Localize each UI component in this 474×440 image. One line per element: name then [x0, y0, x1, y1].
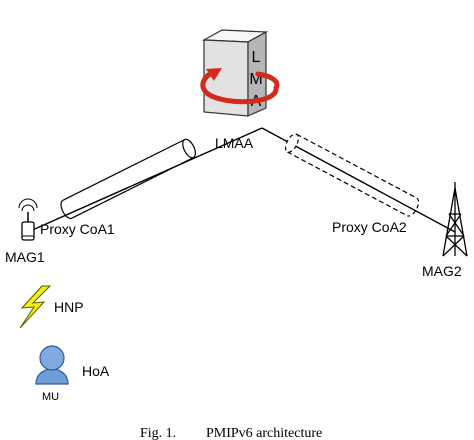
- mobile-user-icon: [35, 345, 69, 385]
- figure-title: PMIPv6 architecture: [206, 426, 322, 440]
- hnp-label: HNP: [54, 299, 84, 315]
- lma-mag1-link: [27, 127, 263, 233]
- proxy-coa2-label: Proxy CoA2: [332, 219, 407, 235]
- mag1-label: MAG1: [5, 249, 45, 265]
- tunnel-mag2-dashed: [284, 133, 420, 217]
- proxy-coa1-label: Proxy CoA1: [40, 221, 115, 237]
- lma-letter-l: L: [252, 49, 261, 66]
- lmaa-label: LMAA: [215, 135, 254, 151]
- hoa-label: HoA: [82, 363, 110, 379]
- wireless-lightning-icon: [19, 285, 52, 329]
- mag2-tower-icon: [442, 182, 468, 257]
- mag2-label: MAG2: [422, 263, 462, 279]
- rotation-arrow-icon: [200, 68, 280, 105]
- mag1-access-point-icon: [18, 198, 38, 241]
- mu-label: MU: [42, 391, 59, 403]
- figure-number: Fig. 1.: [140, 426, 176, 440]
- tunnel-mag1-solid: [60, 138, 196, 220]
